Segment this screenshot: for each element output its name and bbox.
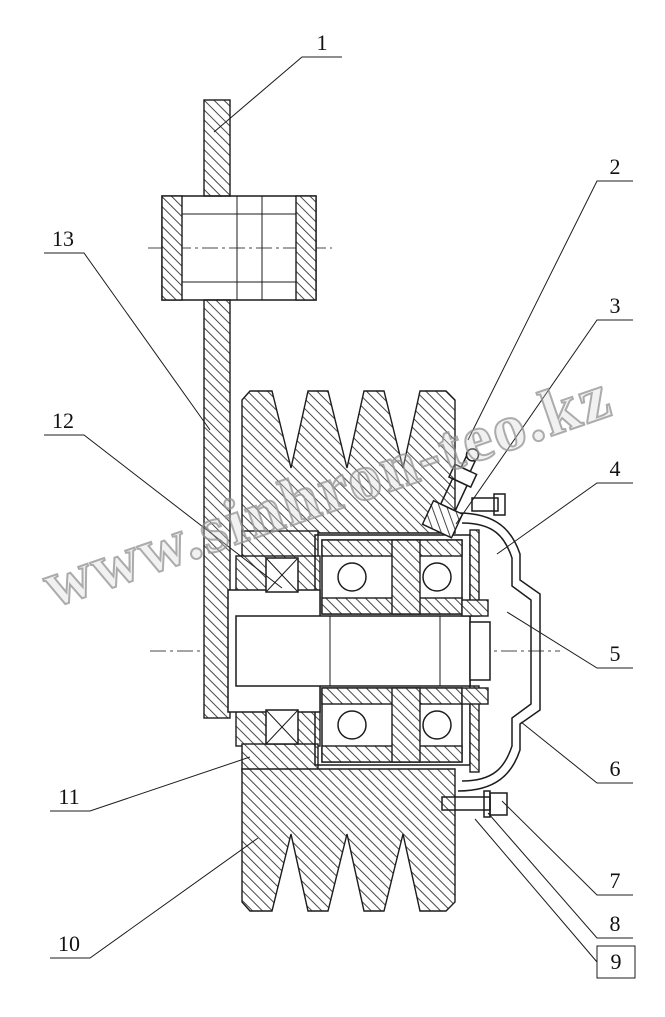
callout-label-9: 9	[611, 949, 622, 974]
hub-spring-detail	[265, 557, 299, 745]
shaft	[235, 615, 491, 687]
callout-label-1: 1	[317, 30, 328, 55]
grease-fitting	[421, 448, 480, 539]
callout-label-10: 10	[58, 931, 80, 956]
idler-roller	[161, 195, 317, 301]
callout-label-3: 3	[610, 293, 621, 318]
pulley-upper-rim	[241, 390, 456, 534]
callout-label-6: 6	[610, 756, 621, 781]
callout-label-11: 11	[58, 784, 79, 809]
callout-label-7: 7	[610, 868, 621, 893]
upper-flange-bolt	[471, 493, 506, 516]
flange-cover	[457, 512, 541, 792]
callout-leaders	[44, 56, 636, 979]
callout-labels: 1 2 3 4 5 6 7 8 9 10 11 12 13	[52, 30, 622, 974]
mounting-arm	[203, 99, 231, 719]
pulley-lower-rim	[241, 768, 456, 912]
callout-label-2: 2	[610, 154, 621, 179]
callout-label-4: 4	[610, 456, 621, 481]
pulley-upper-web	[241, 530, 319, 560]
callout-label-8: 8	[610, 911, 621, 936]
upper-bearing	[321, 539, 463, 615]
pulley-lower-web	[241, 743, 319, 772]
callout-label-13: 13	[52, 226, 74, 251]
callout-label-12: 12	[52, 408, 74, 433]
callout-label-5: 5	[610, 641, 621, 666]
lower-flange-bolt	[441, 790, 508, 818]
lower-bearing	[321, 687, 463, 763]
